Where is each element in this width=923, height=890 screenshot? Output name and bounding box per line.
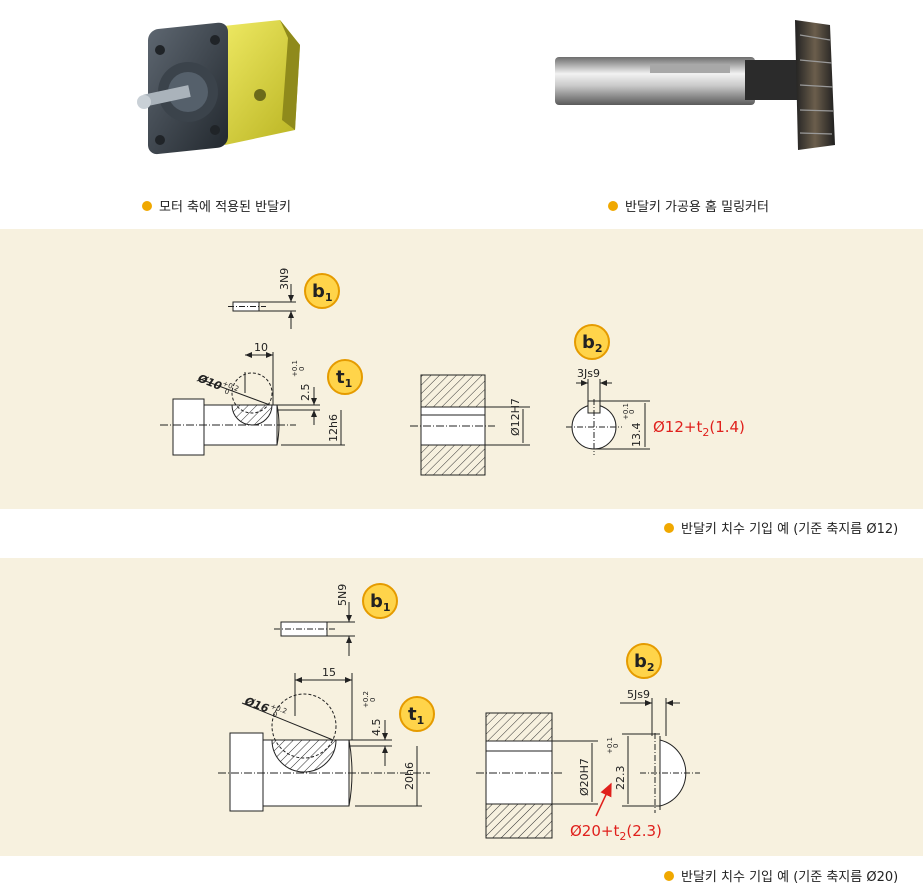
example-12-caption: 반달키 치수 기입 예 (기준 축지름 Ø12): [664, 518, 898, 537]
badge-t1: t1: [327, 359, 363, 395]
hub-depth-label: 13.4: [630, 423, 643, 448]
badge-b1: b1: [304, 273, 340, 309]
hub-tol-lower: 0: [628, 410, 636, 414]
cutter-tol-lower: 0: [271, 710, 278, 719]
shaft-shoulder: [172, 398, 205, 456]
badge-b2: b2: [626, 643, 662, 679]
bullet-icon: [664, 522, 674, 533]
badge-b2: b2: [574, 324, 610, 360]
motor-photo-caption: 모터 축에 적용된 반달키: [142, 196, 291, 215]
hole-fit-label: Ø12H7: [509, 398, 522, 436]
depth-label: 4.5: [370, 719, 383, 737]
badge-t1: t1: [399, 696, 435, 732]
slot-length-label: 10: [254, 341, 268, 354]
shaft-shoulder: [229, 732, 264, 812]
svg-text:t1: t1: [336, 367, 352, 390]
depth-tol-lower: 0: [298, 367, 306, 371]
bullet-icon: [664, 870, 674, 881]
depth-label: 2.5: [299, 384, 312, 402]
drawing-example-20: 5N9 15 Ø16 +0.2 0 4.5 +0.2 0 20h6 Ø20H7 …: [218, 583, 700, 843]
example-panel-20: [0, 558, 923, 856]
bullet-icon: [142, 200, 152, 211]
key-width-label: 3N9: [278, 268, 291, 290]
hub-width-label: 5Js9: [627, 688, 650, 701]
hub-tol-upper: +0.1: [606, 737, 614, 754]
svg-text:t1: t1: [408, 704, 424, 727]
svg-text:b2: b2: [582, 332, 603, 355]
formula-label: Ø20+t2(2.3): [570, 822, 662, 843]
slot-length-label: 15: [322, 666, 336, 679]
shaft-fit-label: 12h6: [327, 414, 340, 442]
drawing-example-12: 3N9 10 Ø10 +0.2 0 2.5 +0.1 0 12h6 Ø12H7 …: [160, 268, 745, 476]
svg-text:b1: b1: [370, 591, 391, 614]
depth-tol-upper: +0.1: [291, 360, 299, 377]
badge-b1: b1: [362, 583, 398, 619]
svg-text:b1: b1: [312, 281, 333, 304]
bullet-icon: [608, 200, 618, 211]
hub-depth-label: 22.3: [614, 766, 627, 791]
hub-width-label: 3Js9: [577, 367, 600, 380]
motor-pump-photo: [130, 10, 310, 180]
shaft-fit-label: 20h6: [403, 762, 416, 790]
cutter-tol-lower: 0: [223, 387, 230, 396]
cutter-photo-caption: 반달키 가공용 홈 밀링커터: [608, 196, 769, 215]
milling-cutter-photo: [550, 15, 840, 155]
caption-text: 반달키 치수 기입 예 (기준 축지름 Ø12): [681, 522, 899, 537]
caption-text: 반달키 치수 기입 예 (기준 축지름 Ø20): [681, 870, 899, 885]
hole-fit-label: Ø20H7: [578, 758, 591, 796]
caption-text: 모터 축에 적용된 반달키: [159, 200, 291, 215]
cutter-dia-label: Ø16: [242, 694, 271, 715]
depth-tol-lower: 0: [369, 698, 377, 702]
hub-tol-upper: +0.1: [622, 403, 630, 420]
key-width-label: 5N9: [336, 584, 349, 606]
formula-label: Ø12+t2(1.4): [653, 418, 745, 439]
example-20-caption: 반달키 치수 기입 예 (기준 축지름 Ø20): [664, 866, 898, 885]
cutter-dia-label: Ø10: [195, 371, 224, 393]
svg-text:b2: b2: [634, 651, 655, 674]
caption-text: 반달키 가공용 홈 밀링커터: [625, 200, 769, 215]
depth-tol-upper: +0.2: [362, 691, 370, 708]
hub-tol-lower: 0: [612, 744, 620, 748]
